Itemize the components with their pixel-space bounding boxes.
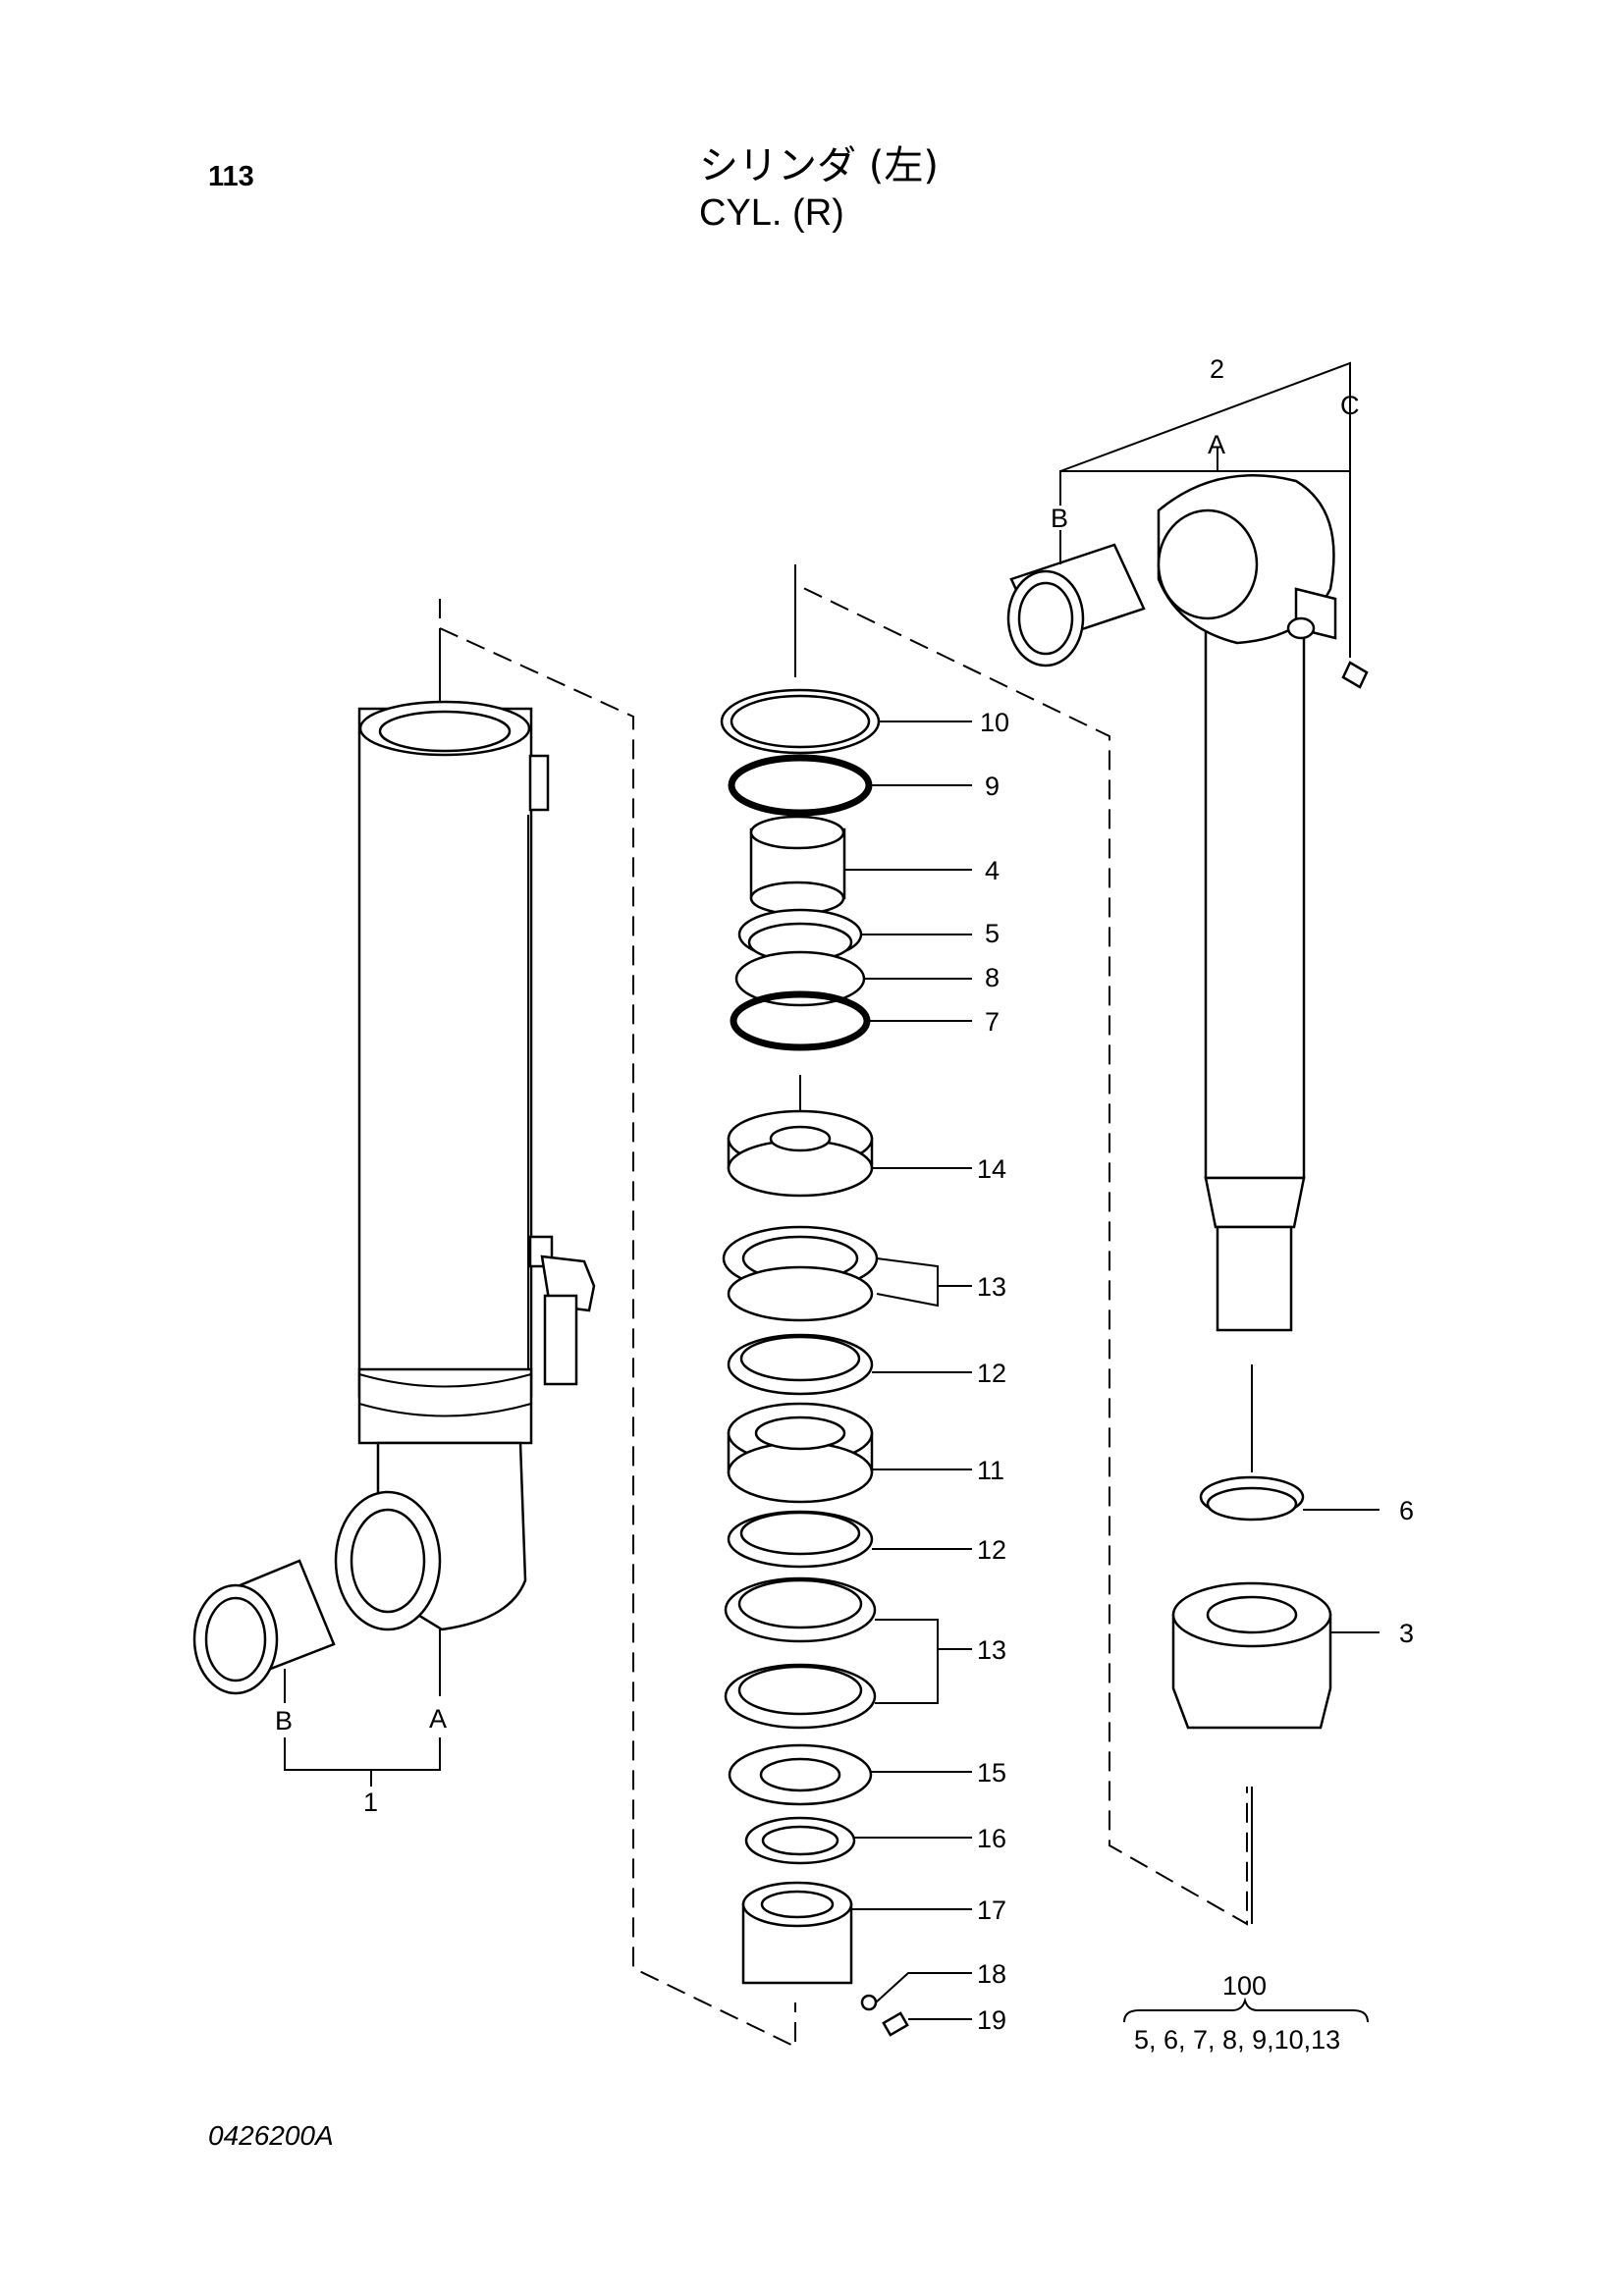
seal-kit-reference: 100 5, 6, 7, 8, 9,10,13: [1123, 1971, 1369, 2055]
callout-6: 6: [1399, 1496, 1414, 1525]
callout-14: 14: [977, 1154, 1006, 1184]
callout-12-lower: 12: [977, 1535, 1006, 1565]
page-title-japanese: シリンダ (左): [699, 143, 939, 188]
callout-4: 4: [985, 856, 1000, 885]
callout-5: 5: [985, 919, 1000, 948]
page-number: 113: [208, 161, 254, 192]
rod-letter-c: C: [1340, 391, 1360, 420]
piston-rod-part: [1006, 361, 1369, 1924]
kit-contents: 5, 6, 7, 8, 9,10,13: [1134, 2025, 1340, 2055]
callout-12-upper: 12: [977, 1359, 1006, 1388]
page-title-english: CYL. (R): [699, 192, 844, 234]
callout-numbers: 10 9 4 5 8 7 14 13 12 11 12 13 15 16 17 …: [363, 354, 1414, 2035]
callout-13-upper: 13: [977, 1272, 1006, 1302]
rod-letter-a: A: [1208, 430, 1225, 459]
callout-1: 1: [363, 1788, 378, 1817]
callout-leaders: [844, 721, 1380, 2020]
callout-9: 9: [985, 772, 1000, 801]
callout-8: 8: [985, 963, 1000, 992]
rod-letter-b: B: [1051, 504, 1068, 533]
seal-stack-parts: [720, 564, 1248, 2037]
letter-references: A B C A B: [275, 391, 1360, 1735]
callout-18: 18: [977, 1959, 1006, 1989]
drawing-code: 0426200A: [208, 2120, 334, 2151]
callout-16: 16: [977, 1824, 1006, 1853]
callout-10: 10: [980, 708, 1009, 737]
callout-13-lower: 13: [977, 1635, 1006, 1665]
cylinder-tube-part: [192, 599, 796, 2049]
callout-15: 15: [977, 1758, 1006, 1788]
callout-7: 7: [985, 1007, 1000, 1037]
callout-3: 3: [1399, 1619, 1414, 1648]
tube-letter-a: A: [429, 1704, 447, 1734]
callout-11: 11: [977, 1456, 1004, 1485]
callout-2: 2: [1210, 354, 1224, 384]
callout-19: 19: [977, 2005, 1006, 2035]
callout-17: 17: [977, 1896, 1006, 1925]
kit-number: 100: [1222, 1971, 1267, 2001]
tube-letter-b: B: [275, 1706, 293, 1735]
